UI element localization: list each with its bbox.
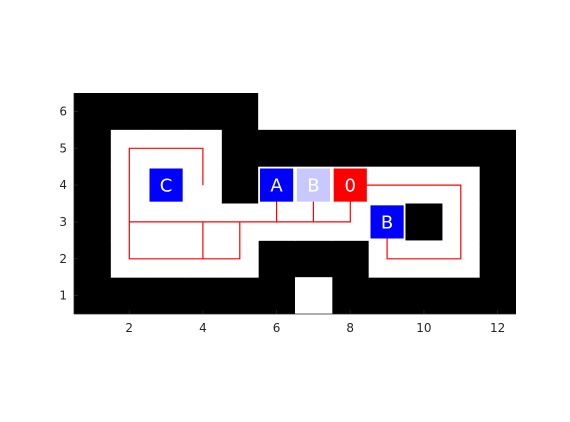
x-tick-label: 4	[199, 321, 207, 335]
y-tick-label: 2	[59, 252, 67, 266]
node-box	[296, 168, 330, 202]
node-box	[260, 168, 294, 202]
node-box	[333, 168, 367, 202]
x-tick-label: 12	[490, 321, 505, 335]
y-tick-label: 6	[59, 104, 67, 118]
x-tick-label: 2	[125, 321, 133, 335]
node-label: A	[270, 176, 283, 197]
grid-cells	[74, 93, 516, 315]
node-box	[370, 205, 404, 239]
x-tick-label: 6	[273, 321, 281, 335]
x-tick-label: 8	[346, 321, 354, 335]
y-tick-label: 4	[59, 178, 67, 192]
node-label: B	[307, 176, 319, 197]
node-label: C	[160, 176, 173, 197]
free-band-top	[258, 93, 516, 130]
path-segment	[128, 221, 241, 260]
free-cell	[295, 277, 333, 315]
path-segment	[128, 147, 351, 223]
path-segment	[350, 184, 462, 260]
y-tick-label: 1	[59, 289, 67, 303]
node-box	[149, 168, 183, 202]
y-tick-label: 5	[59, 141, 67, 155]
y-tick-label: 3	[59, 215, 67, 229]
path-lines	[128, 147, 462, 260]
x-tick-label: 10	[416, 321, 431, 335]
node-label: 0	[345, 176, 356, 197]
node-label: B	[381, 212, 393, 233]
obstacle-cell	[405, 203, 443, 241]
